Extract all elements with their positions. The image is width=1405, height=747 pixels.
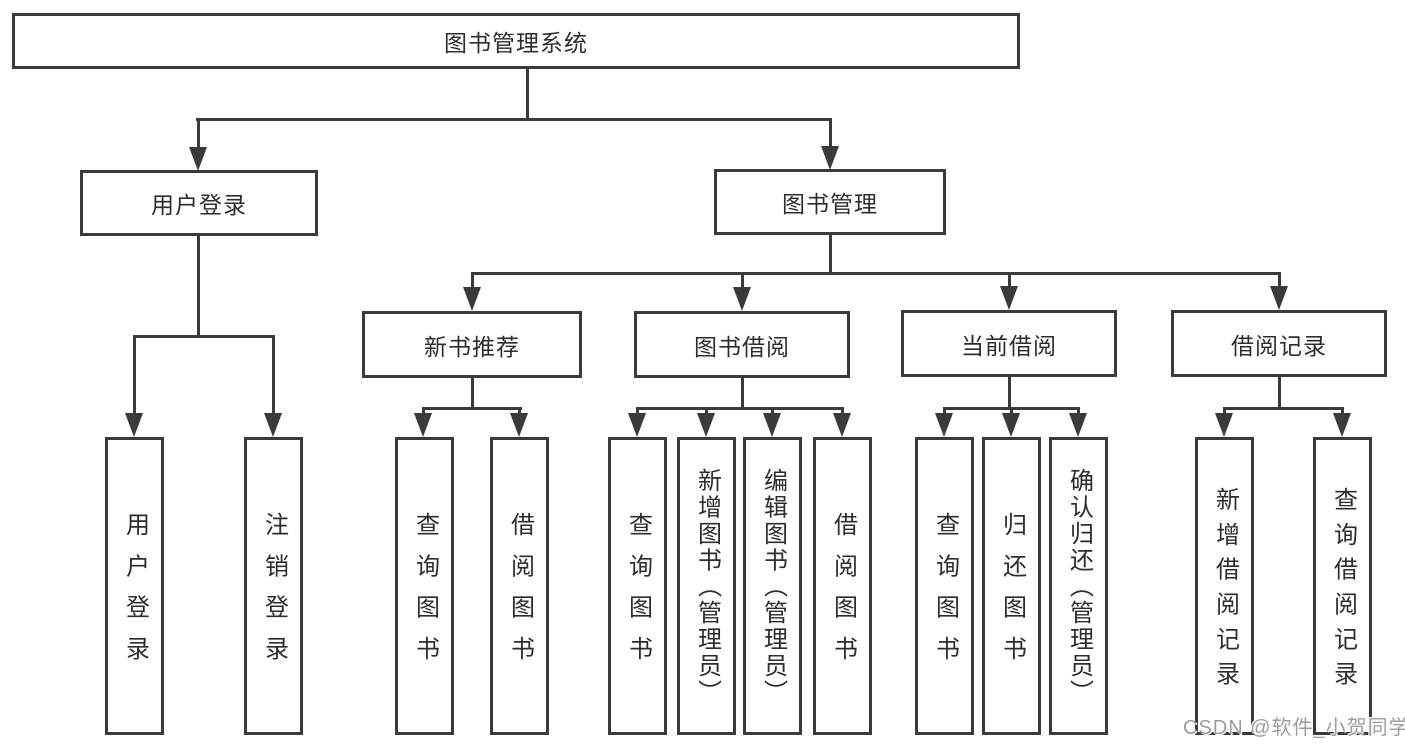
connector — [636, 407, 639, 417]
connector — [741, 377, 744, 409]
connector — [197, 118, 200, 152]
node-label: 查询图书 — [411, 512, 439, 678]
node-label: 查询图书 — [931, 512, 959, 678]
arrow-down-icon — [763, 413, 781, 437]
arrow-down-icon — [833, 413, 851, 437]
connector — [705, 407, 708, 417]
node-label: 编辑图书（管理员） — [759, 468, 787, 706]
leaf-user-login: 用户登录 — [105, 437, 164, 735]
leaf-confirm-return-admin: 确认归还（管理员） — [1049, 437, 1108, 735]
arrow-down-icon — [628, 413, 646, 437]
connector — [133, 335, 275, 338]
leaf-query-books-recommend: 查询图书 — [395, 437, 454, 735]
connector — [272, 335, 275, 415]
connector — [526, 69, 529, 120]
node-new-book-recommend: 新书推荐 — [362, 311, 582, 378]
node-label: 确认归还（管理员） — [1065, 468, 1093, 706]
arrow-down-icon — [697, 413, 715, 437]
arrow-down-icon — [821, 146, 839, 170]
node-label: 图书管理 — [782, 191, 878, 217]
connector — [829, 118, 832, 151]
connector — [1223, 407, 1344, 410]
connector — [1278, 272, 1281, 290]
node-current-borrowing: 当前借阅 — [901, 310, 1117, 377]
node-label: 当前借阅 — [961, 332, 1057, 359]
leaf-edit-books-admin: 编辑图书（管理员） — [743, 437, 802, 735]
csdn-watermark: CSDN @软件_小贺同学 — [1183, 717, 1405, 739]
connector — [841, 407, 844, 417]
connector — [196, 118, 832, 121]
arrow-down-icon — [935, 413, 953, 437]
leaf-borrow-books: 借阅图书 — [813, 437, 872, 735]
connector — [471, 377, 474, 409]
arrow-down-icon — [510, 413, 528, 437]
connector — [471, 272, 474, 290]
leaf-logout: 注销登录 — [244, 437, 303, 735]
node-book-borrowing: 图书借阅 — [634, 311, 850, 378]
arrow-down-icon — [463, 287, 481, 311]
leaf-query-borrow-record: 查询借阅记录 — [1313, 437, 1372, 735]
node-label: 新增借阅记录 — [1211, 486, 1239, 696]
connector — [741, 272, 744, 290]
connector — [197, 234, 200, 337]
node-label: 借阅图书 — [506, 512, 534, 678]
connector — [636, 407, 844, 410]
node-user-login-branch: 用户登录 — [80, 170, 318, 236]
arrow-down-icon — [414, 413, 432, 437]
node-label: 用户登录 — [121, 512, 149, 678]
arrow-down-icon — [733, 287, 751, 311]
node-label: 新书推荐 — [424, 333, 520, 360]
connector — [943, 407, 946, 417]
node-label: 新增图书（管理员） — [693, 468, 721, 706]
connector — [133, 335, 136, 415]
arrow-down-icon — [1069, 413, 1087, 437]
node-label: 归还图书 — [998, 512, 1026, 678]
node-book-management-branch: 图书管理 — [714, 169, 946, 235]
node-label: 图书管理系统 — [444, 30, 588, 56]
leaf-return-books: 归还图书 — [982, 437, 1041, 735]
leaf-add-borrow-record: 新增借阅记录 — [1195, 437, 1254, 735]
arrow-down-icon — [1000, 286, 1018, 310]
connector — [1008, 377, 1011, 409]
node-label: 查询图书 — [624, 512, 652, 678]
node-label: 图书借阅 — [694, 333, 790, 360]
leaf-query-books-borrowing: 查询图书 — [608, 437, 667, 735]
connector — [518, 407, 521, 417]
connector — [1341, 407, 1344, 417]
leaf-add-books-admin: 新增图书（管理员） — [677, 437, 736, 735]
connector — [1008, 272, 1011, 290]
node-library-management-system: 图书管理系统 — [12, 13, 1020, 69]
connector — [1010, 407, 1013, 417]
node-label: 查询借阅记录 — [1329, 486, 1357, 696]
connector — [422, 407, 425, 417]
arrow-down-icon — [1270, 286, 1288, 310]
node-label: 借阅记录 — [1231, 332, 1327, 359]
arrow-down-icon — [1215, 413, 1233, 437]
node-label: 注销登录 — [260, 512, 288, 678]
arrow-down-icon — [1002, 413, 1020, 437]
arrow-down-icon — [125, 413, 143, 437]
connector — [422, 407, 522, 410]
connector — [1077, 407, 1080, 417]
node-label: 用户登录 — [151, 192, 247, 218]
arrow-down-icon — [189, 147, 207, 171]
leaf-borrow-books-recommend: 借阅图书 — [490, 437, 549, 735]
node-label: 借阅图书 — [829, 512, 857, 678]
leaf-query-books-current: 查询图书 — [915, 437, 974, 735]
connector — [1223, 407, 1226, 417]
connector — [471, 272, 1281, 275]
arrow-down-icon — [264, 413, 282, 437]
connector — [1278, 377, 1281, 409]
arrow-down-icon — [1333, 413, 1351, 437]
connector — [771, 407, 774, 417]
connector — [829, 234, 832, 275]
node-borrowing-records: 借阅记录 — [1171, 310, 1387, 377]
